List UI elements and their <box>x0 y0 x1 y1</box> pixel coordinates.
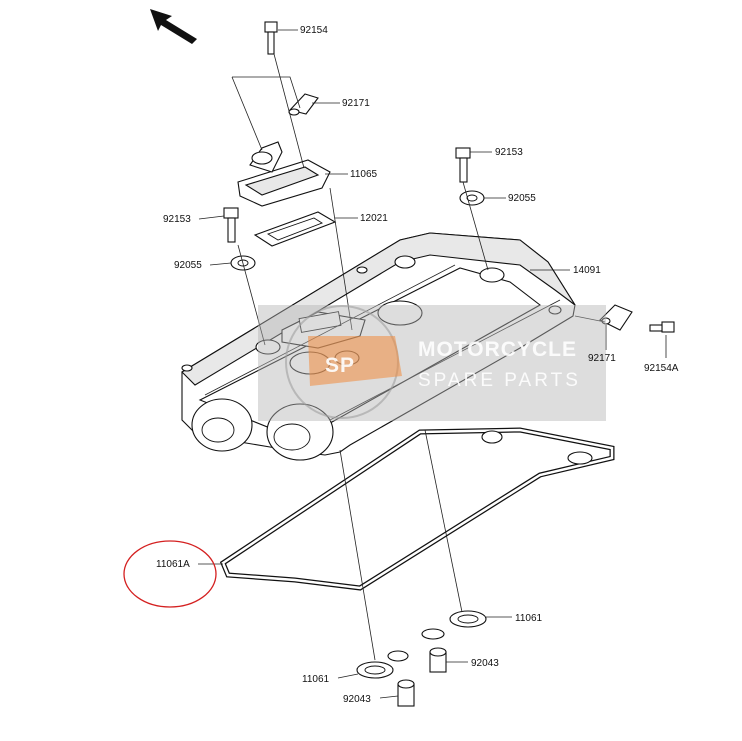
callout-92171-side[interactable]: 92171 <box>588 353 616 364</box>
callout-92154[interactable]: 92154 <box>300 25 328 36</box>
callout-92043-right[interactable]: 92043 <box>471 658 499 669</box>
callout-92171-top[interactable]: 92171 <box>342 98 370 109</box>
callout-11065[interactable]: 11065 <box>350 169 378 180</box>
washer-92055-right[interactable] <box>459 190 485 206</box>
callout-92153-right[interactable]: 92153 <box>495 147 523 158</box>
callout-labels: 92154 92171 11065 92153 92055 92153 1202… <box>156 25 679 705</box>
plug-seal-11061-right[interactable] <box>421 610 487 640</box>
callout-11061A[interactable]: 11061A <box>156 559 190 570</box>
clamp-92171-top[interactable] <box>288 93 319 116</box>
collar-92043-bottom[interactable] <box>397 679 415 707</box>
watermark: SP MOTORCYCLE SPARE PARTS <box>258 305 606 421</box>
highlight-circle <box>123 540 217 608</box>
callout-14091[interactable]: 14091 <box>573 265 601 276</box>
callout-12021[interactable]: 12021 <box>360 213 388 224</box>
callout-11061-right[interactable]: 11061 <box>515 613 543 624</box>
callout-92043-bottom[interactable]: 92043 <box>343 694 371 705</box>
head-cover-gasket[interactable] <box>219 427 615 591</box>
callout-92055-right[interactable]: 92055 <box>508 193 536 204</box>
alignment-lines <box>231 53 606 661</box>
plug-seal-11061-bottom[interactable] <box>356 650 409 679</box>
watermark-line1: MOTORCYCLE <box>418 338 577 361</box>
callout-92153-left[interactable]: 92153 <box>163 214 191 225</box>
bolt-92154[interactable] <box>264 21 278 55</box>
callout-92055-left[interactable]: 92055 <box>174 260 202 271</box>
breather-cover[interactable] <box>237 141 331 207</box>
collar-92043-right[interactable] <box>429 647 447 673</box>
breather-gasket[interactable] <box>253 211 337 247</box>
callout-92154A[interactable]: 92154A <box>644 363 679 374</box>
arrow-up-left-icon <box>150 9 197 44</box>
callout-leaders <box>198 29 667 699</box>
bolt-92153-right[interactable] <box>455 147 471 183</box>
watermark-line2: SPARE PARTS <box>418 370 581 391</box>
bolt-92154A[interactable] <box>649 321 675 333</box>
callout-11061-bottom[interactable]: 11061 <box>302 674 330 685</box>
bolt-92153-left[interactable] <box>223 207 239 243</box>
watermark-logo-text: SP <box>325 354 355 377</box>
